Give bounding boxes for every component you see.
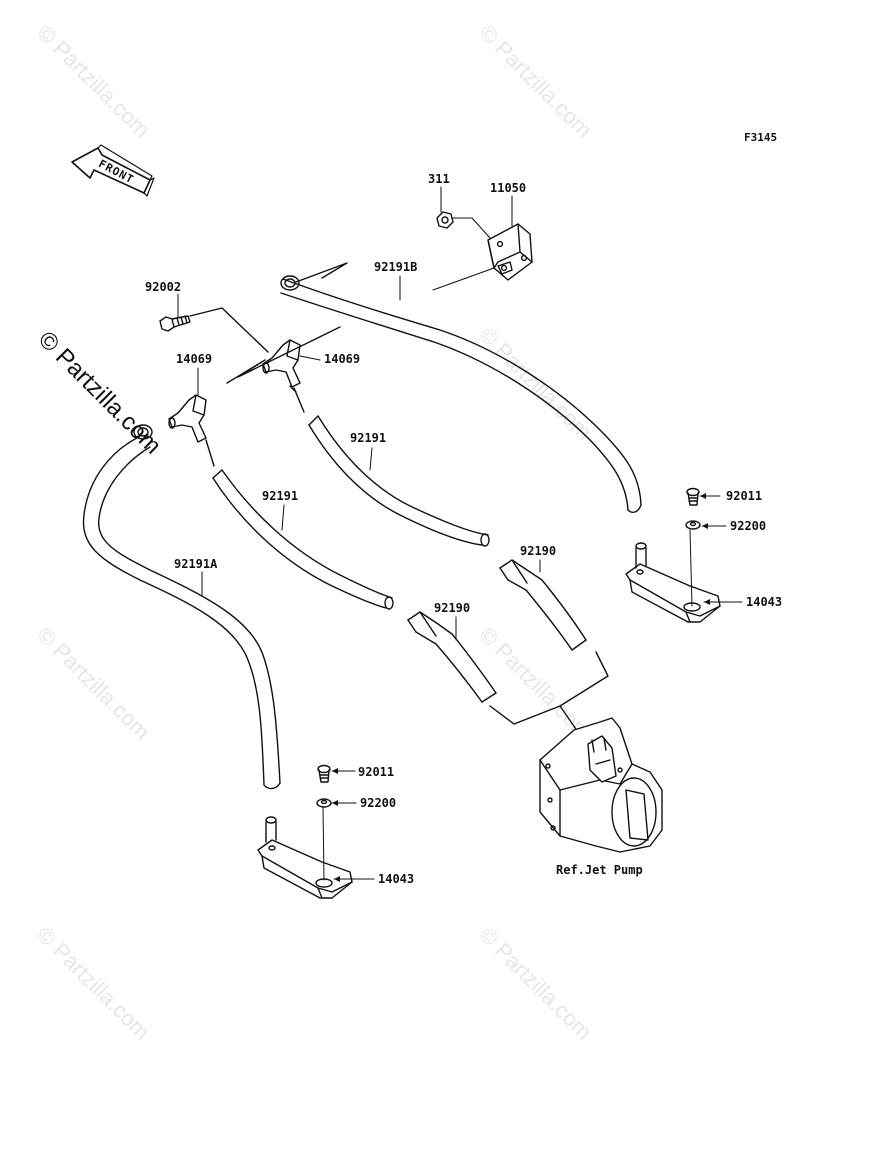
callout-14043-left: 14043	[378, 872, 415, 886]
screw-92011-right	[686, 487, 700, 506]
leader-line	[226, 326, 341, 384]
callout-ref-jet-pump: Ref.Jet Pump	[556, 863, 643, 877]
callout-92200-right: 92200	[730, 519, 767, 533]
callout-92191b: 92191B	[374, 260, 418, 274]
hose-92190-left	[407, 611, 497, 703]
outlet-14043-left	[257, 816, 353, 899]
callout-92200-left: 92200	[360, 796, 397, 810]
jet-pump	[539, 717, 663, 853]
figure-code: F3145	[744, 131, 778, 144]
callout-92191-lower: 92191	[262, 489, 299, 503]
callout-92191-upper: 92191	[350, 431, 387, 445]
screw-92011-left	[317, 764, 331, 783]
callout-92191a: 92191A	[174, 557, 218, 571]
leader-line	[559, 651, 609, 736]
outlet-14043-right	[625, 542, 721, 623]
callout-92190-right: 92190	[520, 544, 557, 558]
hose-92191b	[280, 275, 642, 513]
callout-14069-right: 14069	[324, 352, 361, 366]
hose-92191-upper	[308, 415, 490, 547]
callout-14043-right: 14043	[746, 595, 783, 609]
front-arrow-icon	[71, 144, 155, 197]
washer-92200-right	[685, 520, 701, 530]
callout-92002: 92002	[145, 280, 182, 294]
leader-line	[189, 307, 269, 353]
callout-92011-right: 92011	[726, 489, 763, 503]
hose-92190-right	[499, 559, 587, 651]
callout-92190-left: 92190	[434, 601, 471, 615]
callout-311: 311	[428, 172, 450, 186]
bolt-92002	[159, 315, 191, 332]
callout-11050: 11050	[490, 181, 527, 195]
bracket-11050	[487, 223, 533, 281]
hose-92191a	[82, 424, 281, 790]
callout-leaders	[177, 186, 743, 881]
washer-92200-left	[316, 798, 332, 808]
fitting-14069-right	[262, 339, 301, 393]
leader-line	[295, 262, 348, 283]
fitting-14069-left	[168, 394, 207, 443]
callout-14069-left: 14069	[176, 352, 213, 366]
callout-92011-left: 92011	[358, 765, 395, 779]
hose-92191-lower	[212, 469, 394, 610]
nut-311	[436, 211, 454, 229]
